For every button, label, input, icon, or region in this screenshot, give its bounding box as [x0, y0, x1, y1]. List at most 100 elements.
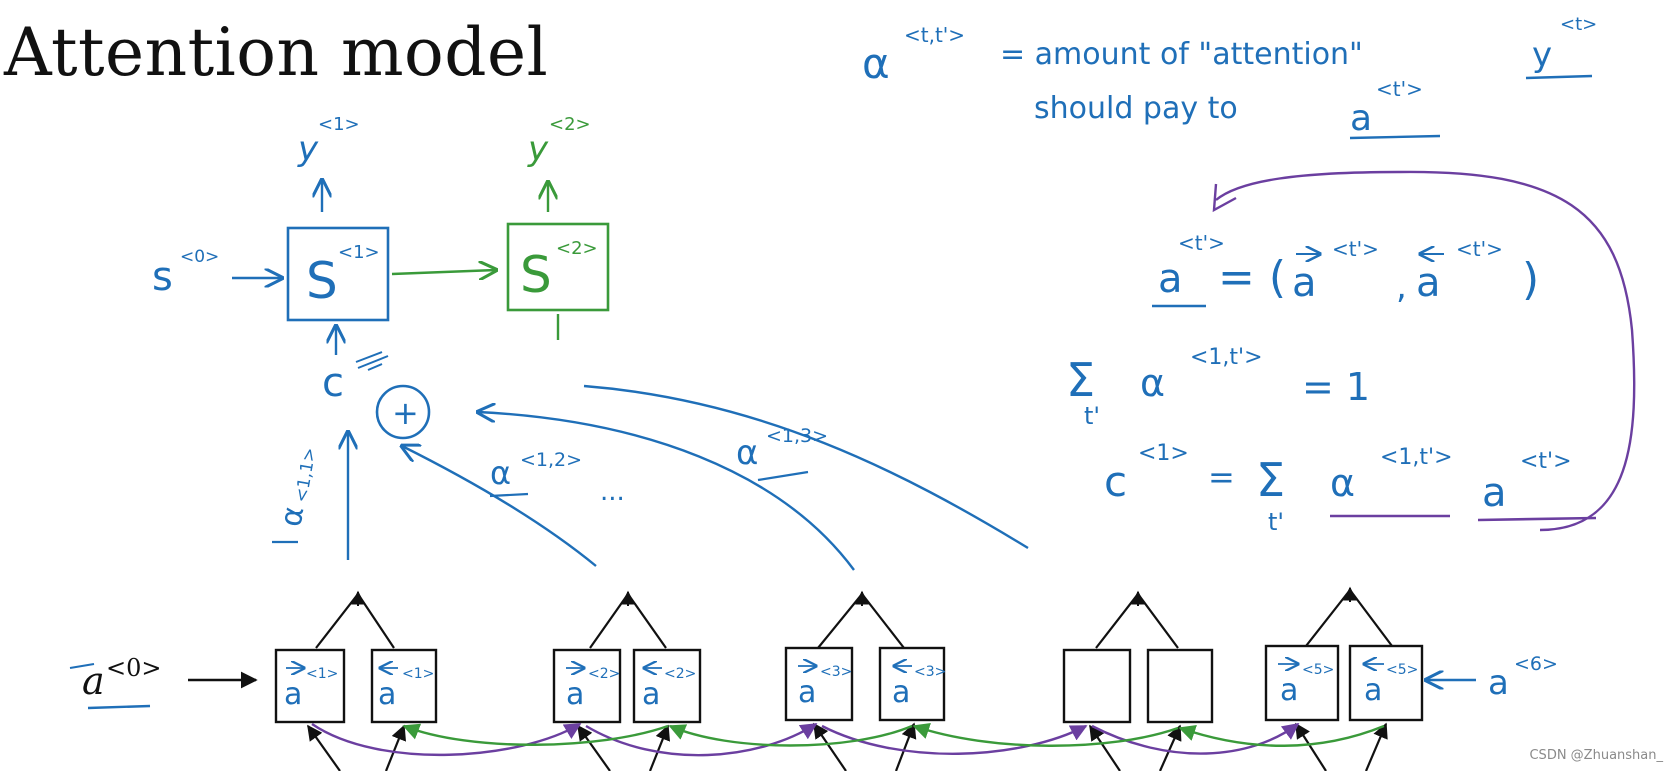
a0-superscript: <0>	[106, 654, 162, 682]
alpha-1-3-superscript: <1,3>	[766, 425, 828, 447]
attention-arrow-5	[583, 384, 1029, 550]
y1-superscript: <1>	[318, 114, 360, 135]
page-title: Attention model	[4, 14, 549, 91]
sum-symbol: +	[392, 394, 419, 432]
encoder: a <0> a <6> a <1> a <1>	[69, 586, 1558, 771]
cell2-label: S	[520, 246, 552, 304]
svg-text:<5>: <5>	[1386, 662, 1418, 678]
svg-text:<1>: <1>	[402, 666, 434, 682]
alpha-1-1-superscript: <1,1>	[291, 446, 320, 504]
alpha-1-2-underline	[489, 492, 529, 498]
svg-text:<3>: <3>	[820, 664, 852, 680]
decoder: y <1> y <2> s <0> S <1> S <2>	[152, 114, 610, 440]
context-label: c	[322, 360, 344, 406]
encoder-pair-2: a <2> a <2>	[552, 590, 702, 724]
sum1-alpha: α	[1140, 361, 1165, 405]
svg-text:<5>: <5>	[1302, 662, 1334, 678]
sum1-rhs: = 1	[1302, 365, 1370, 409]
ctx-a: a	[1482, 470, 1507, 516]
encoder-cell-fwd	[784, 646, 854, 722]
svg-text:a: a	[284, 677, 302, 712]
def-a-superscript: <t'>	[1376, 77, 1423, 101]
svg-text:a: a	[566, 677, 584, 712]
cell2-superscript: <2>	[556, 238, 598, 259]
a0-label: a	[82, 659, 105, 703]
encoder-cell-fwd	[552, 648, 622, 724]
encoder-cell-fwd	[1264, 644, 1340, 722]
concat-fwd: a	[1292, 260, 1317, 306]
def-y: y	[1532, 35, 1552, 75]
alpha-1-3: α	[736, 433, 758, 473]
encoder-cell-bwd	[1146, 648, 1214, 724]
decoder-cell-1	[286, 226, 390, 322]
ctx-eq: =	[1208, 458, 1235, 496]
concat-comma: ,	[1396, 267, 1407, 307]
encoder-pair-3: a <3> a <3>	[784, 590, 946, 722]
ctx-lhs-superscript: <1>	[1138, 441, 1189, 466]
sum-node	[375, 384, 431, 440]
ellipsis: ...	[600, 477, 625, 507]
purple-loop-arrow	[1215, 170, 1636, 532]
backward-recurrent-arcs	[402, 722, 1385, 747]
encoder-cell-bwd	[370, 648, 438, 724]
sum1-superscript: <1,t'>	[1190, 345, 1263, 370]
def-alpha-superscript: <t,t'>	[904, 23, 965, 47]
s0-label: s	[152, 254, 173, 300]
def-y-underline	[1525, 74, 1593, 80]
def-line-1: = amount of "attention"	[1000, 37, 1363, 72]
y2-superscript: <2>	[549, 114, 591, 135]
forward-recurrent-arcs	[311, 722, 1300, 757]
def-a: a	[1350, 98, 1372, 139]
y1-label: y	[297, 129, 319, 169]
attention-arrow-2	[402, 446, 597, 567]
s1-to-s2-arrow	[391, 270, 496, 274]
sum1-sub: t'	[1084, 402, 1100, 430]
alpha-1-1: α	[274, 504, 312, 530]
encoder-pair-5: a <5> a <5>	[1264, 586, 1424, 722]
concat-bwd-superscript: <t'>	[1456, 237, 1503, 261]
s0-superscript: <0>	[180, 247, 219, 267]
ctx-lhs: c	[1104, 457, 1127, 506]
ctx-alpha-superscript: <1,t'>	[1380, 445, 1453, 470]
alpha-1-3-underline	[757, 470, 809, 482]
def-line-2: should pay to	[1034, 91, 1238, 126]
svg-text:<1>: <1>	[306, 666, 338, 682]
concat-fwd-superscript: <t'>	[1332, 237, 1379, 261]
a6-label: a	[1488, 663, 1509, 703]
y2-label: y	[527, 129, 549, 169]
encoder-cell-bwd	[632, 648, 702, 724]
ctx-sub: t'	[1268, 508, 1284, 536]
def-a-underline	[1349, 134, 1441, 140]
ctx-a-superscript: <t'>	[1520, 449, 1572, 474]
svg-text:a: a	[1364, 673, 1382, 708]
encoder-pair-1: a <1> a <1>	[274, 590, 438, 724]
watermark: CSDN @Zhuanshan_	[1529, 748, 1663, 763]
ctx-alpha: α	[1330, 461, 1355, 505]
def-y-superscript: <t>	[1560, 14, 1597, 35]
concat-lhs: a	[1158, 256, 1183, 302]
attention-arrows: α <1,1> α <1,2> ... α <1,3>	[272, 384, 1029, 571]
a6-superscript: <6>	[1514, 653, 1558, 675]
scribble-mark	[355, 351, 389, 371]
a0-vector-mark	[69, 663, 95, 669]
svg-text:<2>: <2>	[664, 666, 696, 682]
svg-text:<3>: <3>	[914, 664, 946, 680]
encoder-cell-bwd	[878, 646, 946, 722]
svg-text:a: a	[798, 675, 816, 710]
decoder-cell-2	[506, 222, 610, 312]
encoder-cell-fwd	[274, 648, 346, 724]
svg-text:a: a	[378, 677, 396, 712]
svg-text:<2>: <2>	[588, 666, 620, 682]
concat-close: )	[1522, 254, 1539, 305]
a0-underline	[87, 704, 151, 710]
encoder-pair-4	[1062, 590, 1214, 724]
cell1-superscript: <1>	[338, 242, 380, 263]
def-alpha: α	[862, 39, 890, 88]
notes: α <t,t'> = amount of "attention" y <t> s…	[862, 14, 1636, 536]
alpha-1-2: α	[490, 454, 511, 492]
svg-text:a: a	[642, 677, 660, 712]
concat-lhs-superscript: <t'>	[1178, 231, 1225, 255]
cell1-label: S	[306, 252, 338, 310]
